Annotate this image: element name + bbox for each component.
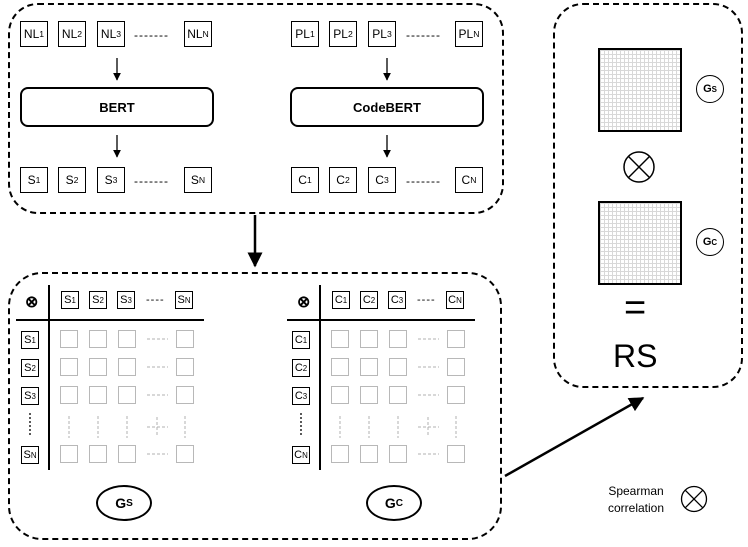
similarity-cell (447, 330, 465, 348)
similarity-cell (118, 358, 136, 376)
otimes-symbol: ⊗ (25, 294, 39, 311)
ellipsis: ------- (134, 174, 169, 188)
ellipsis: ------- (134, 28, 169, 42)
similarity-cell (331, 386, 349, 404)
bert-model-box: BERT (20, 87, 214, 127)
similarity-cell (331, 445, 349, 463)
result-panel (553, 3, 743, 388)
similarity-cell (360, 445, 378, 463)
similarity-cell (389, 358, 407, 376)
gs-matrix-square (598, 48, 682, 132)
gc-matrix-square (598, 201, 682, 285)
similarity-cell (176, 358, 194, 376)
equals-sign: = (624, 287, 647, 329)
similarity-cell (176, 386, 194, 404)
similarity-cell (447, 358, 465, 376)
codebert-model-box: CodeBERT (290, 87, 484, 127)
similarity-cell (89, 330, 107, 348)
otimes-circle-icon (680, 485, 708, 513)
similarity-cell (89, 445, 107, 463)
similarity-cell (60, 386, 78, 404)
rs-label: RS (613, 338, 658, 374)
similarity-cell (331, 358, 349, 376)
similarity-cell (176, 330, 194, 348)
similarity-cell (118, 330, 136, 348)
otimes-circle-icon (623, 151, 655, 183)
similarity-cell (60, 330, 78, 348)
similarity-cell (89, 358, 107, 376)
arrow-matrices-to-result (504, 396, 645, 478)
similarity-cell (360, 358, 378, 376)
otimes-symbol: ⊗ (297, 294, 311, 311)
ellipsis: ------- (406, 174, 441, 188)
similarity-cell (360, 386, 378, 404)
cell-ellipses (68, 338, 457, 455)
matrix-panel (8, 272, 502, 540)
similarity-cell (176, 445, 194, 463)
encoder-panel (8, 3, 504, 214)
ellipsis: ---- (417, 294, 436, 306)
similarity-cell (60, 358, 78, 376)
similarity-cell (360, 330, 378, 348)
similarity-cell (389, 445, 407, 463)
spearman-legend-icon (680, 485, 708, 513)
ellipsis: ---- (146, 294, 165, 306)
similarity-cell (389, 386, 407, 404)
similarity-cell (89, 386, 107, 404)
legend-text-line1: Spearman (608, 484, 664, 498)
similarity-cell (331, 330, 349, 348)
similarity-cell (389, 330, 407, 348)
similarity-cell (118, 386, 136, 404)
similarity-cell (60, 445, 78, 463)
similarity-cell (447, 386, 465, 404)
similarity-cell (118, 445, 136, 463)
legend-text-line2: correlation (607, 501, 665, 515)
similarity-cell (447, 445, 465, 463)
spearman-operator-icon (622, 150, 656, 184)
ellipsis: ------- (406, 28, 441, 42)
